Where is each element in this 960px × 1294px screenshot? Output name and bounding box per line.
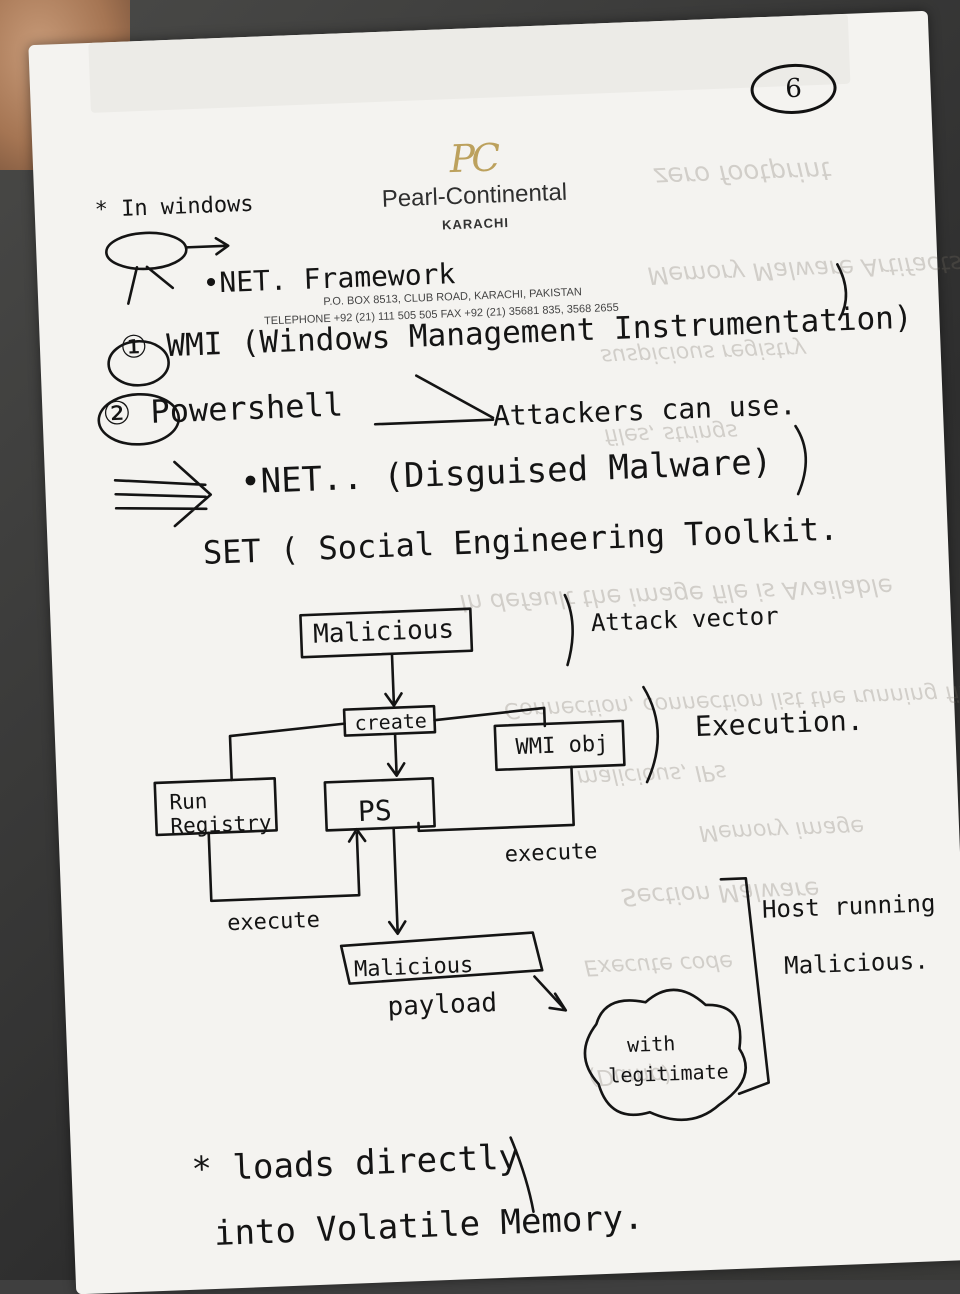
implies-arrow — [113, 460, 213, 528]
sketch-figure-head — [105, 231, 188, 271]
line-create-to-wmi — [433, 706, 547, 728]
paren-malware — [794, 424, 808, 496]
arrow-memory — [509, 1136, 535, 1214]
line-create-to-run — [228, 722, 346, 782]
circle-number-1 — [107, 339, 170, 387]
box-payload — [339, 931, 544, 985]
circle-number-2 — [97, 392, 181, 446]
sketch-figure-legs — [127, 265, 175, 305]
box-malicious — [299, 607, 474, 659]
box-ps — [323, 776, 436, 832]
powershell-arrow — [373, 374, 495, 426]
box-create — [342, 704, 437, 737]
paren-wmi — [836, 263, 848, 321]
box-run-registry — [153, 777, 278, 837]
sketch-figure-arrow — [184, 236, 230, 256]
loop-run-execute — [207, 827, 367, 903]
arrow-create-to-ps — [386, 732, 406, 777]
loop-wmi-execute — [417, 765, 575, 833]
cloud-legitimate — [583, 988, 747, 1122]
arrow-ps-to-payload — [387, 826, 407, 936]
brace-execution — [642, 685, 660, 784]
diagram-sketch — [97, 231, 848, 1214]
arrow-to-create — [384, 652, 403, 708]
brace-attack-vector — [563, 593, 574, 667]
brace-host-running — [719, 877, 770, 1096]
arrow-payload-to-cloud — [533, 975, 568, 1012]
notepad-page: zero footprint Memory Malware Artifacts … — [28, 10, 960, 1294]
box-wmi-obj — [493, 719, 626, 772]
